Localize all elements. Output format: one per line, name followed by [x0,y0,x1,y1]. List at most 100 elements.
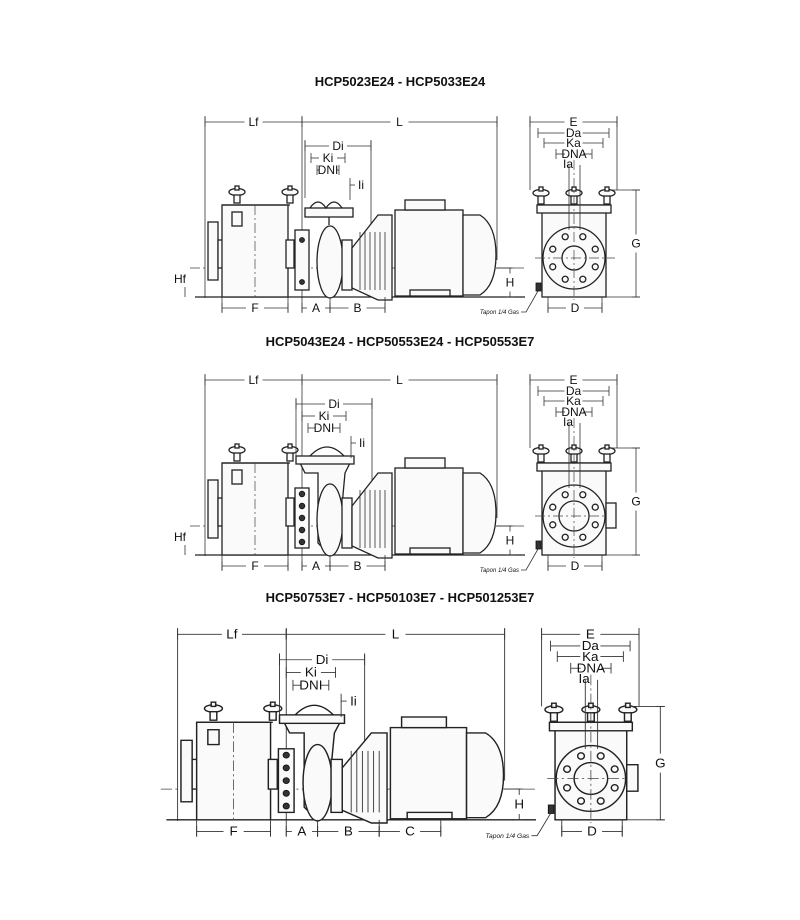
dim-ka: Ka [582,649,599,664]
strainer [207,443,299,556]
dim-dni: DNI [314,421,335,435]
flange-bolt [282,764,290,772]
dim-l: L [396,373,403,387]
motor-foot [409,289,451,297]
handwheel-knob [538,186,544,192]
dim-a: A [312,559,320,573]
flange-bolt-hole [549,263,557,271]
motor-terminal-box [404,199,446,211]
drain-plug-icon [547,804,555,814]
discharge-flange [304,207,354,218]
dim-dna: DNA [561,405,586,419]
dim-dni: DNI [318,163,339,177]
handwheel-stem [549,712,559,722]
dim-dni: DNI [299,678,322,693]
dim-d: D [571,559,580,573]
flange-bolt-hole [549,503,557,511]
dim-a: A [297,824,306,839]
drain-plug-icon [535,540,542,550]
motor-bracket [341,732,388,824]
strainer-inlet-flange [180,739,193,803]
handwheel-knob [269,701,276,708]
dim-e: E [586,627,595,642]
pump-suction-flange [294,229,310,291]
handwheel-icon [532,186,550,205]
dim-dna: DNA [561,147,586,161]
motor-fan-cover [462,472,497,554]
dim-di: Di [316,652,329,667]
flange-bolt-hole [561,275,569,283]
dim-a: A [312,301,320,315]
handwheel-knob [604,444,610,450]
dim-ki: Ki [305,665,317,680]
dim-lf: Lf [248,115,259,129]
dim-ia: Ia [563,157,573,171]
flange-bolt [282,777,290,784]
dim-hf: Hf [174,530,187,544]
handwheel-stem [603,195,611,205]
motor-fan-cover [465,732,505,819]
pump-seal-housing [330,758,343,814]
dim-h: H [506,276,515,290]
dim-f: F [251,559,258,573]
dim-ii: Ii [358,178,364,192]
handwheel-knob [234,443,240,449]
flange-bolt-hole [561,233,569,241]
strainer-inlet-flange [207,479,219,539]
dim-b: B [344,824,353,839]
dim-ka: Ka [566,394,581,408]
motor-foot [409,547,451,555]
dim-e: E [569,373,577,387]
flange-bolt-hole [549,245,557,253]
dim-lf: Lf [226,627,238,642]
flange-bolt-hole [561,533,569,541]
flange-bolt [299,237,305,243]
motor-bracket [351,214,393,301]
handwheel-icon [544,702,564,722]
motor-terminal-box [404,457,446,469]
strainer-clamp [231,211,243,227]
pump-seal-housing [341,239,353,291]
strainer-clamp [231,469,243,485]
dim-c: C [405,824,415,839]
handwheel-icon [281,443,299,462]
flange-bolt [298,514,306,522]
dim-f: F [251,301,258,315]
pump-seal-housing [341,497,353,549]
drain-plug-icon [535,282,542,292]
flange-bolt-hole [591,503,599,511]
flange-bolt [282,751,290,759]
dim-l: L [396,115,403,129]
discharge-arc [309,201,343,210]
handwheel-stem [537,195,545,205]
dim-ia: Ia [563,415,573,429]
flange-bolt-hole [579,491,587,499]
handwheel-icon [598,186,616,205]
strainer-outlet-neck [267,758,279,790]
flange-bolt-hole [596,752,605,760]
dim-da: Da [566,126,582,140]
handwheel-stem [603,453,611,463]
flange-bolt-hole [610,783,619,792]
flange-bolt-hole [591,245,599,253]
dim-f: F [229,824,237,839]
discharge-flange [278,714,346,725]
handwheel-icon [598,444,616,463]
panel-title: HCP5023E24 - HCP5033E24 [315,74,486,89]
flange-bolt [298,538,306,546]
motor-terminal-box [400,716,448,729]
handwheel-stem [233,194,241,204]
discharge-flange [295,455,355,465]
handwheel-knob [550,702,557,709]
strainer-inlet-flange [207,221,219,281]
dim-da: Da [566,384,582,398]
leader-line [521,548,539,571]
dim-b: B [353,559,361,573]
dim-lf: Lf [248,373,259,387]
dim-g: G [631,495,640,509]
handwheel-knob [287,185,293,191]
handwheel-stem [286,452,294,462]
flange-bolt [299,279,305,285]
